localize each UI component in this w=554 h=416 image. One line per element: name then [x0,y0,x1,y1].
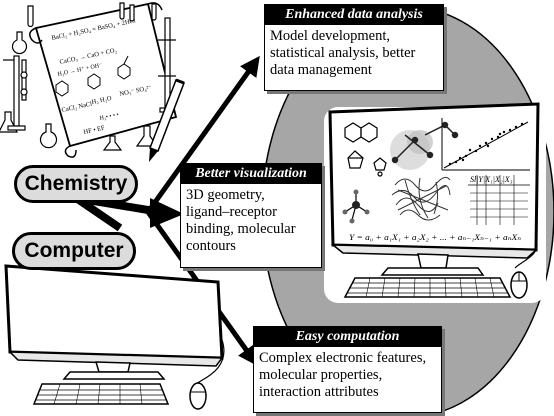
easy-computation-body: Complex electronic features, molecular p… [254,347,441,401]
enhanced-line-2: statistical analysis, better [270,45,416,61]
protein-ribbon-icon [391,176,451,221]
mouse-icon [510,271,528,299]
computer-text: Computer [24,239,124,262]
easy-line-3: interaction attributes [259,384,379,400]
visual-line-4: contours [186,238,236,254]
visual-line-2: ligand–receptor [186,204,277,220]
arrow-to-analysis [145,55,260,214]
enhanced-line-3: data management [270,62,372,78]
better-visualization-body: 3D geometry, ligand–receptor binding, mo… [181,184,321,255]
test-tube-icon [27,2,157,28]
chemistry-sketch [29,2,178,158]
chemistry-text: Chemistry [24,172,128,195]
enhanced-analysis-body: Model development, statistical analysis,… [265,25,443,79]
easy-line-1: Complex electronic features, [259,350,427,366]
computer-left-sketch [4,264,225,410]
enhanced-analysis-box: Enhanced data analysis Model development… [264,4,444,91]
enhanced-line-1: Model development, [270,28,391,44]
better-visualization-box: Better visualization 3D geometry, ligand… [180,163,322,268]
scatter-plot-icon [441,118,530,171]
visual-line-1: 3D geometry, [186,187,265,203]
visual-line-3: binding, molecular [186,221,296,237]
chem-eq-7: HF • EF [83,125,106,136]
computer-label: Computer [12,232,136,270]
chemistry-label: Chemistry [14,165,138,203]
easy-computation-title: Easy computation [254,327,441,347]
enhanced-analysis-title: Enhanced data analysis [265,5,443,25]
easy-line-2: molecular properties, [259,367,383,383]
regression-equation: Y = a₀ + a₁X₁ + a₂X₂ + ... + aₙ₋₁Xₙ₋₁ + … [349,233,521,242]
better-visualization-title: Better visualization [181,164,321,184]
keyboard-icon [343,277,512,298]
data-table-icon: Sl|Y|X₁|X₂|X₃ [468,175,530,225]
table-header-text: Sl|Y|X₁|X₂|X₃ [470,175,513,184]
easy-computation-box: Easy computation Complex electronic feat… [253,326,442,413]
merge-arrowhead [150,198,184,228]
pencil-icon [149,78,185,162]
chem-eq-5: H₂ H₂O [91,95,113,106]
